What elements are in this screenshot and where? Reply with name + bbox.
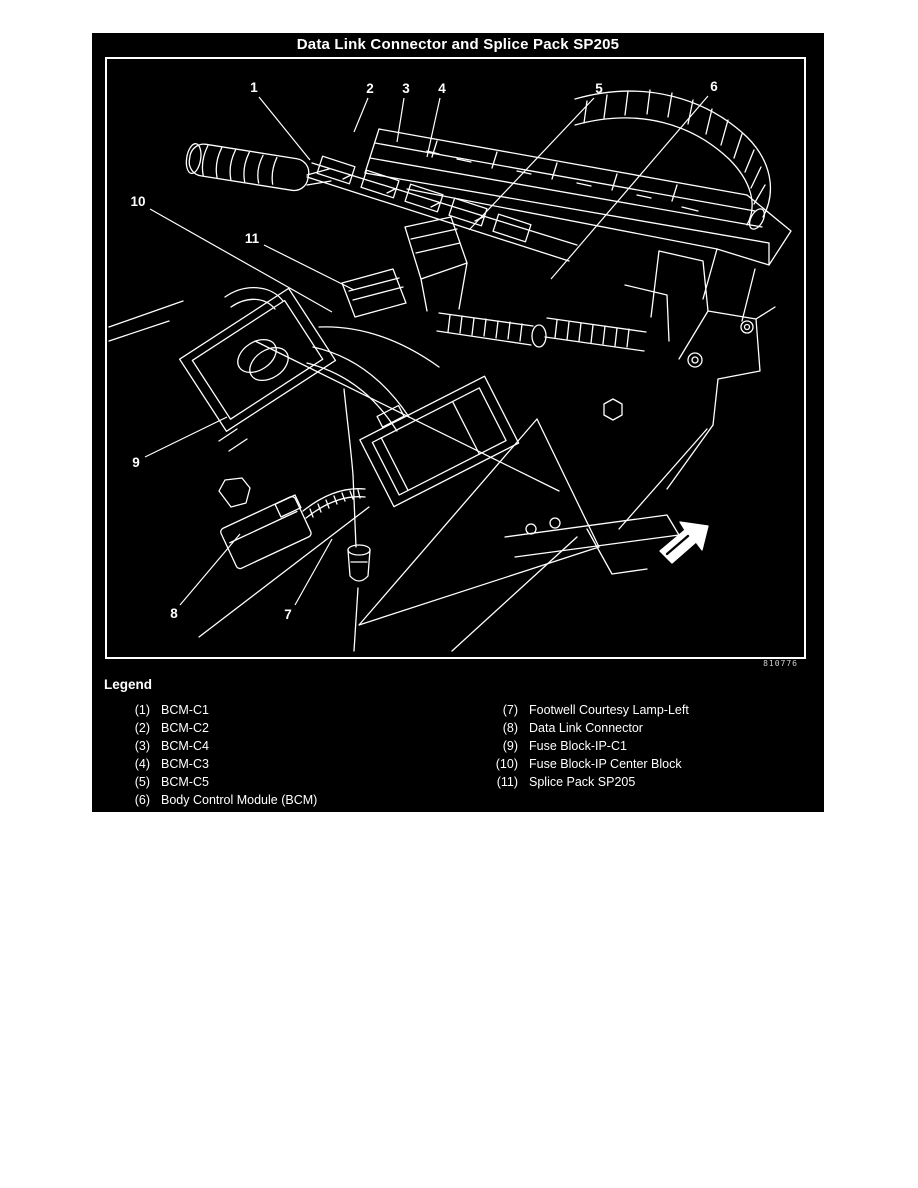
callout-number-8: 8 [170, 606, 178, 621]
legend-item-number: (9) [502, 739, 518, 753]
legend-item: (5) BCM-C5 [104, 773, 464, 791]
callout-number-4: 4 [438, 81, 446, 96]
callout-number-11: 11 [245, 231, 260, 246]
legend-item: (4) BCM-C3 [104, 755, 464, 773]
legend-item: (7) Footwell Courtesy Lamp-Left [472, 701, 802, 719]
legend-item-label: Splice Pack SP205 [529, 775, 636, 789]
callout-number-9: 9 [132, 455, 140, 470]
steering-column-tube [185, 143, 310, 192]
bcm-connector [404, 183, 444, 213]
legend-left-column: (1) BCM-C1 (2) BCM-C2 (3) BCM-C4 (4) BCM-C3 (5) B… [104, 701, 464, 809]
callout-number-5: 5 [595, 81, 603, 96]
legend-item: (8) Data Link Connector [472, 719, 802, 737]
callout-leader-line [294, 538, 333, 606]
callout-leader-line [144, 416, 228, 458]
legend-right-column: (7) Footwell Courtesy Lamp-Left (8) Data Li… [472, 701, 802, 791]
legend-item: (2) BCM-C2 [104, 719, 464, 737]
legend: Legend (1) BCM-C1 (2) BCM-C2 (3) BCM-C4 (4) BCM… [104, 677, 812, 807]
legend-item-label: Data Link Connector [529, 721, 643, 735]
legend-heading: Legend [104, 677, 153, 692]
data-link-connector [220, 495, 312, 570]
legend-item-number: (2) [134, 721, 150, 735]
callout-leader-line [263, 244, 355, 291]
harness-artwork [108, 89, 792, 652]
legend-item-label: BCM-C4 [161, 739, 209, 753]
callout-leader-line [550, 95, 709, 280]
legend-item-number: (5) [134, 775, 150, 789]
legend-item-label: BCM-C2 [161, 721, 209, 735]
callout-number-3: 3 [402, 81, 410, 96]
legend-item-label: BCM-C1 [161, 703, 209, 717]
figure-panel: Data Link Connector and Splice Pack SP20… [92, 33, 824, 812]
callout-layer: 1 2 3 4 5 6 10 11 9 8 7 [130, 79, 718, 622]
legend-item-number: (8) [502, 721, 518, 735]
legend-item: (11) Splice Pack SP205 [472, 773, 802, 791]
legend-item-number: (11) [496, 775, 518, 789]
hex-nut [603, 398, 623, 421]
legend-item-number: (7) [502, 703, 518, 717]
legend-item-label: Footwell Courtesy Lamp-Left [529, 703, 689, 717]
legend-item: (10) Fuse Block-IP Center Block [472, 755, 802, 773]
figure-number: 810776 [763, 659, 798, 668]
callout-leader-line [149, 208, 333, 313]
diagram-frame: 1 2 3 4 5 6 10 11 9 8 7 [105, 57, 806, 659]
legend-item-number: (10) [495, 757, 518, 771]
bcm-connector [448, 197, 488, 227]
legend-item-number: (3) [134, 739, 150, 753]
footwell-lamp [347, 474, 371, 652]
callout-leader-line [258, 96, 311, 161]
legend-item-label: BCM-C5 [161, 775, 209, 789]
callout-leader-line [426, 97, 441, 158]
direction-arrow-icon [659, 521, 709, 564]
callout-leader-line [468, 97, 595, 231]
fuse-block [178, 287, 337, 432]
bcm-connector [316, 155, 356, 185]
callout-leader-line [396, 97, 405, 143]
wiring-diagram: 1 2 3 4 5 6 10 11 9 8 7 [108, 79, 792, 652]
legend-item-number: (4) [134, 757, 150, 771]
callout-leader-line [179, 533, 241, 606]
splice-pack [341, 268, 407, 318]
legend-item-label: Fuse Block-IP-C1 [529, 739, 627, 753]
legend-item-label: BCM-C3 [161, 757, 209, 771]
callout-number-10: 10 [130, 194, 145, 209]
legend-item-number: (1) [134, 703, 150, 717]
bcm-box [359, 375, 520, 508]
legend-item: (9) Fuse Block-IP-C1 [472, 737, 802, 755]
legend-item-number: (6) [134, 793, 150, 807]
callout-number-1: 1 [250, 80, 258, 95]
callout-number-6: 6 [710, 79, 718, 94]
legend-item-label: Body Control Module (BCM) [161, 793, 318, 807]
callout-number-2: 2 [366, 81, 374, 96]
figure-title: Data Link Connector and Splice Pack SP20… [296, 36, 620, 53]
legend-item: (1) BCM-C1 [104, 701, 464, 719]
legend-item: (6) Body Control Module (BCM) [104, 791, 464, 809]
callout-number-7: 7 [284, 607, 292, 622]
bcm-connector [492, 213, 532, 243]
legend-item-label: Fuse Block-IP Center Block [529, 757, 682, 771]
callout-leader-line [353, 97, 369, 133]
legend-item: (3) BCM-C4 [104, 737, 464, 755]
